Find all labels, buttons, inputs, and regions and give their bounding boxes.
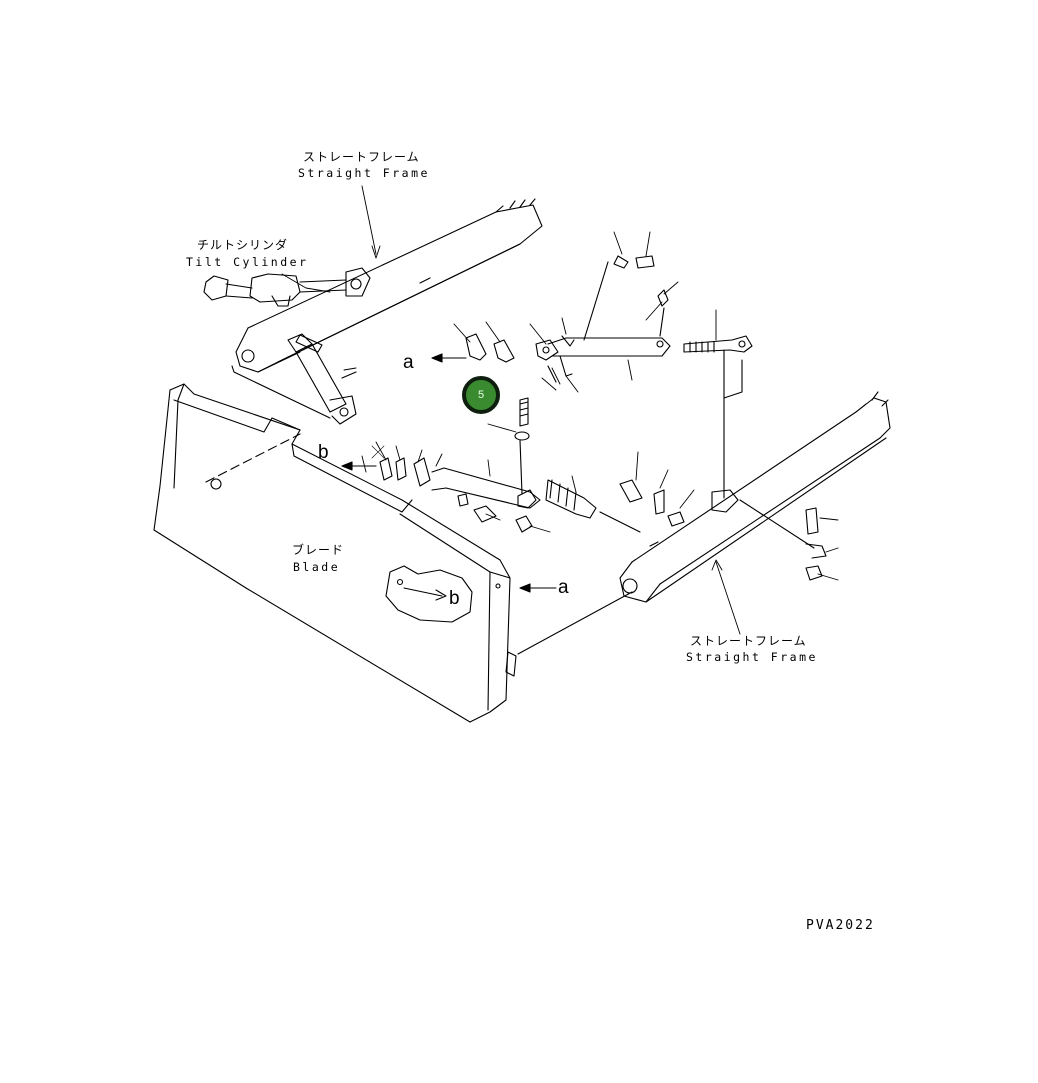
label-tilt-cylinder-jp: チルトシリンダ: [197, 238, 289, 252]
lift-cylinder-small: [287, 333, 357, 425]
tilt-cylinder: [203, 267, 371, 307]
callout-number: 5: [477, 389, 485, 401]
straight-frame-lower: [619, 349, 891, 603]
label-blade-jp: ブレード: [292, 543, 345, 557]
straight-frame-upper: [231, 198, 543, 419]
reference-arrows: [341, 353, 557, 593]
blade-inset-b: [385, 565, 473, 623]
view-ref-b-inset: b: [449, 588, 460, 609]
hardware-parts: [514, 397, 823, 581]
label-straight-frame-right-en: Straight Frame: [686, 650, 818, 664]
part-callout-badge[interactable]: 5: [462, 376, 500, 414]
label-straight-frame-top-en: Straight Frame: [298, 166, 430, 180]
label-straight-frame-top-jp: ストレートフレーム: [303, 150, 420, 164]
label-tilt-cylinder-en: Tilt Cylinder: [186, 255, 309, 269]
view-ref-b-left: b: [318, 442, 329, 463]
view-ref-a-upper: a: [403, 352, 414, 373]
label-straight-frame-right-jp: ストレートフレーム: [690, 634, 807, 648]
view-ref-a-blade: a: [558, 577, 569, 598]
label-blade-en: Blade: [293, 560, 341, 574]
blade-body: [153, 383, 633, 723]
drawing-code: PVA2022: [806, 918, 875, 933]
leader-lines: [281, 185, 839, 635]
upper-link-assembly: [465, 255, 753, 383]
lower-link-assembly: [379, 439, 641, 533]
